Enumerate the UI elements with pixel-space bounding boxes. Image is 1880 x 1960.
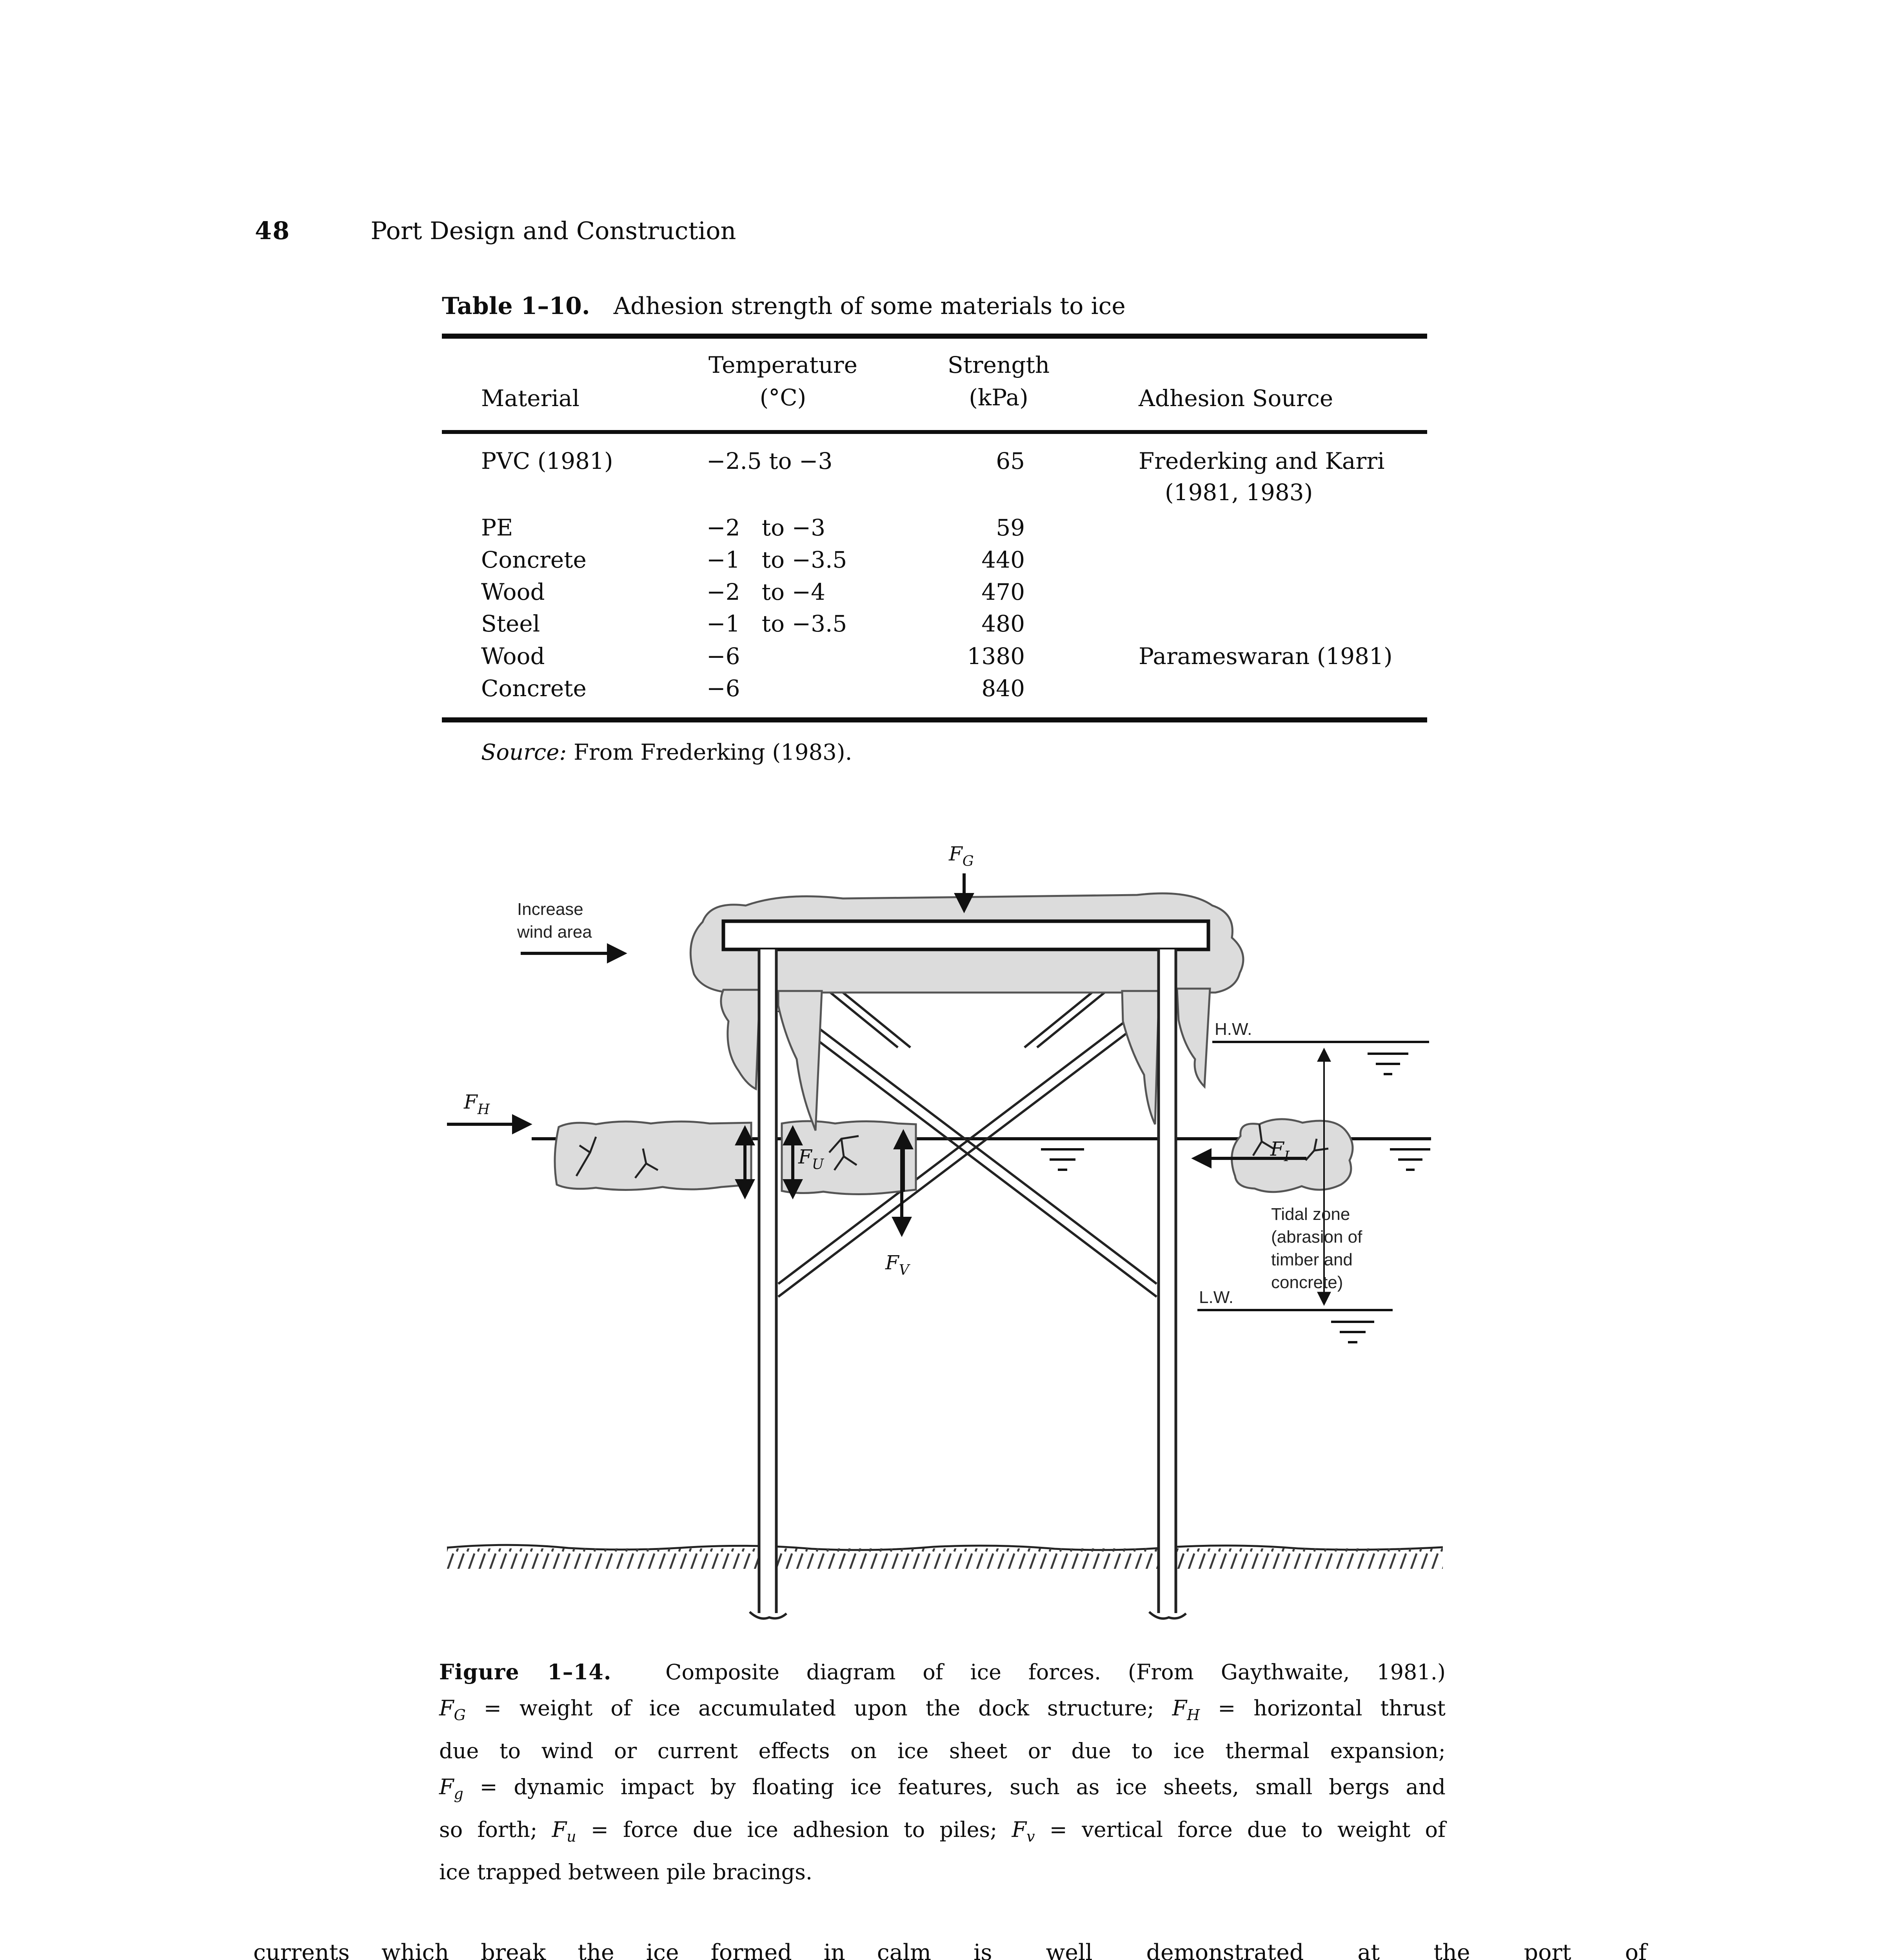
table-col-header-strength: Strength xyxy=(947,352,1050,378)
figure-label: Figure 1–14. xyxy=(439,1659,612,1684)
text-line: due to wind or current effects on ice sh… xyxy=(439,1738,1446,1763)
running-title: Port Design and Construction xyxy=(371,216,736,245)
table-col-header-temperature: Temperature xyxy=(708,352,857,378)
table-row-continuation: (1981, 1983) xyxy=(442,479,1427,513)
table-col-header-material: Material xyxy=(481,385,580,412)
table-row: Steel −1 to −3.5 480 xyxy=(442,611,1427,644)
force-arrows xyxy=(447,873,1306,1237)
piles xyxy=(748,949,1187,1620)
table-rule-top xyxy=(442,334,1427,339)
ice-cracks xyxy=(575,1135,859,1179)
text-line: is well demonstrated at the port of xyxy=(974,1940,1647,1960)
cell-adhesion-source: Frederking and Karri xyxy=(1139,448,1385,474)
table-source-note: Source: From Frederking (1983). xyxy=(481,740,852,765)
cell-strength: 59 xyxy=(996,514,1025,541)
cell-material: PVC (1981) xyxy=(481,448,613,474)
cell-strength: 65 xyxy=(996,448,1025,474)
text-line: ice trapped between pile bracings. xyxy=(439,1860,813,1885)
table-rule-mid xyxy=(442,430,1427,434)
force-fh-label: FH xyxy=(463,1091,490,1118)
figure-1-14-diagram: Increase wind area H.W. L.W. Tidal zone … xyxy=(447,842,1443,1620)
force-fv-label: FV xyxy=(885,1251,911,1278)
table-rule-bottom xyxy=(442,717,1427,722)
table-label: Table 1–10. xyxy=(442,292,590,320)
cell-strength: 470 xyxy=(981,579,1025,605)
table-row: PVC (1981) −2.5 to −3 65 Frederking and Kar… xyxy=(442,448,1427,482)
cell-strength: 480 xyxy=(981,610,1025,637)
figure-caption: Figure 1–14. Composite diagram of ice fo… xyxy=(439,1654,1446,1890)
cell-strength: 840 xyxy=(981,675,1025,702)
table-col-header-source: Adhesion Source xyxy=(1139,385,1333,412)
cell-material: Wood xyxy=(481,579,545,605)
cell-temperature: −2 to −3 xyxy=(707,514,825,541)
text-line: currents which break the ice formed in c… xyxy=(253,1940,931,1960)
table-row: PE −2 to −3 59 xyxy=(442,515,1427,548)
cell-temperature: −6 xyxy=(707,643,740,670)
pile-bracing xyxy=(777,951,1157,1298)
cell-material: PE xyxy=(481,514,513,541)
cell-material: Steel xyxy=(481,610,540,637)
cell-material: Wood xyxy=(481,643,545,670)
wind-area-label-line1: Increase xyxy=(517,900,583,919)
force-fu-label: FU xyxy=(798,1145,825,1172)
table-title: Table 1–10.Adhesion strength of some mat… xyxy=(442,292,1126,320)
tidal-zone-label-line3: timber and xyxy=(1271,1250,1353,1269)
table-row: Concrete −1 to −3.5 440 xyxy=(442,547,1427,581)
cell-strength: 1380 xyxy=(967,643,1025,670)
water-ticks xyxy=(1041,1053,1430,1343)
tidal-zone-label-line4: concrete) xyxy=(1271,1273,1343,1292)
cell-temperature: −1 to −3.5 xyxy=(707,610,847,637)
table-row: Wood −6 1380 Parameswaran (1981) xyxy=(442,643,1427,677)
ice-floe xyxy=(1231,1118,1354,1193)
ice-sheet xyxy=(554,1120,917,1196)
text-line: so forth; Fu = force due ice adhesion to… xyxy=(439,1817,1446,1845)
low-water-label: L.W. xyxy=(1199,1288,1233,1307)
table-col-header-temperature-unit: (°C) xyxy=(759,384,806,411)
force-fi-label: FI xyxy=(1270,1138,1290,1165)
text-line: FG = weight of ice accumulated upon the … xyxy=(439,1696,1446,1724)
cell-temperature: −2.5 to −3 xyxy=(707,448,833,474)
tidal-zone-label-line2: (abrasion of xyxy=(1271,1227,1362,1247)
cell-temperature: −6 xyxy=(707,675,740,702)
table-row: Wood −2 to −4 470 xyxy=(442,579,1427,613)
cell-temperature: −2 to −4 xyxy=(707,579,825,605)
high-water-label: H.W. xyxy=(1215,1020,1252,1039)
force-fg-label: FG xyxy=(948,842,974,869)
cell-adhesion-source: Parameswaran (1981) xyxy=(1139,643,1393,670)
seabed-hatch xyxy=(447,1548,1443,1569)
body-column-left: currents which break the ice formed in c… xyxy=(253,1932,931,1960)
wind-area-label-line2: wind area xyxy=(517,922,592,942)
page-number: 48 xyxy=(255,216,291,245)
cell-temperature: −1 to −3.5 xyxy=(707,546,847,573)
page-header: 48 Port Design and Construction xyxy=(255,218,736,244)
body-column-right: is well demonstrated at the port ofMontr… xyxy=(974,1932,1647,1960)
dock-deck xyxy=(721,919,1210,951)
tidal-zone-label-line1: Tidal zone xyxy=(1271,1205,1350,1224)
table-row: Concrete −6 840 xyxy=(442,675,1427,709)
table-col-header-strength-unit: (kPa) xyxy=(969,384,1028,411)
cell-strength: 440 xyxy=(981,546,1025,573)
cell-material: Concrete xyxy=(481,546,587,573)
text-line: Fg = dynamic impact by floating ice feat… xyxy=(439,1774,1446,1802)
cell-adhesion-source-cont: (1981, 1983) xyxy=(1165,479,1313,506)
cell-material: Concrete xyxy=(481,675,587,702)
